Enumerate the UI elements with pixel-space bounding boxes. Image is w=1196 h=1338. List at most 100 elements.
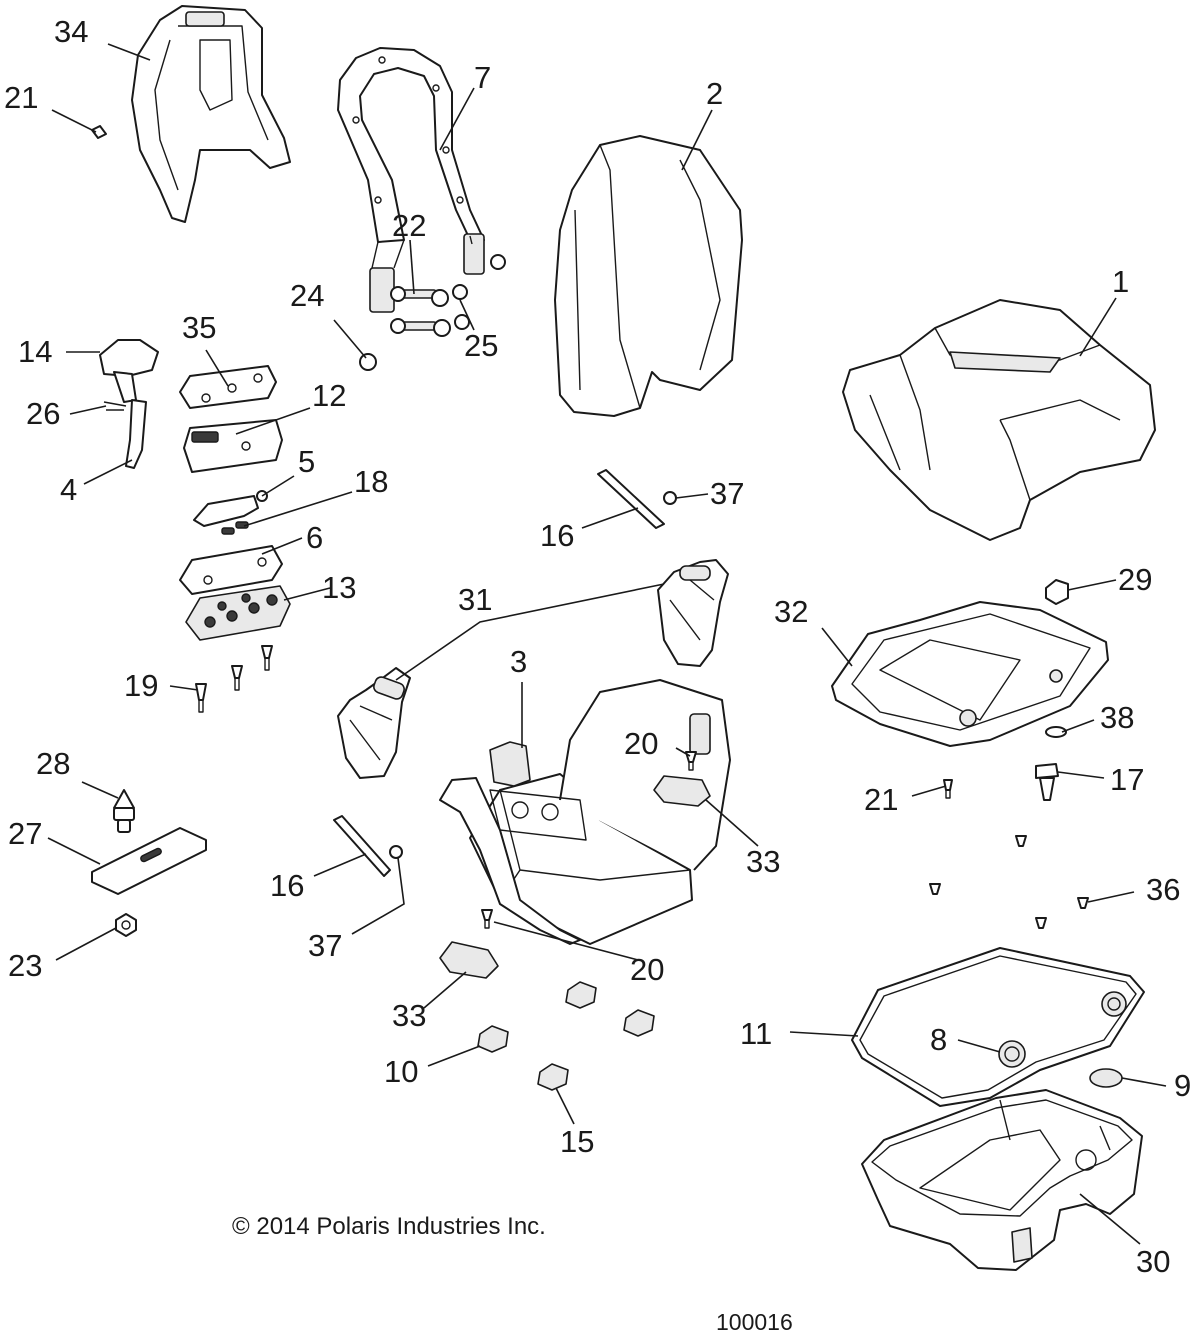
part-27-bracket[interactable] xyxy=(91,827,207,895)
callout-38: 38 xyxy=(1100,700,1134,735)
part-29-nut[interactable] xyxy=(1045,579,1069,605)
leader-38 xyxy=(1061,719,1095,733)
leader-23 xyxy=(55,927,117,961)
callout-11: 11 xyxy=(740,1016,772,1051)
part-33-pad-upper[interactable] xyxy=(653,775,711,807)
callout-26: 26 xyxy=(26,396,60,431)
part-33-pad-lower[interactable] xyxy=(439,941,499,979)
part-31-hinge-right[interactable] xyxy=(657,559,729,667)
callout-19: 19 xyxy=(124,668,158,703)
leader-35 xyxy=(205,349,229,387)
part-31-hinge-left[interactable] xyxy=(337,667,411,779)
part-11-seal-gasket[interactable] xyxy=(851,947,1145,1107)
part-32-seat-base-pan[interactable] xyxy=(831,601,1109,747)
leader-26 xyxy=(69,405,107,415)
part-3-seat-frame[interactable] xyxy=(439,679,731,945)
callout-21: 21 xyxy=(4,80,38,115)
callout-37: 37 xyxy=(710,476,744,511)
part-35-plate[interactable] xyxy=(179,365,277,409)
callout-33: 33 xyxy=(746,844,780,879)
part-10-clip[interactable] xyxy=(477,1025,509,1053)
leader-33b xyxy=(423,971,467,1009)
callout-36: 36 xyxy=(1146,872,1180,907)
callout-12: 12 xyxy=(312,378,346,413)
part-12-latch-housing[interactable] xyxy=(183,419,283,473)
part-21-screw-upper[interactable] xyxy=(91,125,107,139)
callout-7: 7 xyxy=(474,60,491,95)
part-16-strap-lower[interactable] xyxy=(333,815,391,877)
part-19-screws[interactable] xyxy=(195,645,273,713)
part-16-strap-upper[interactable] xyxy=(597,469,665,529)
part-36-rivets[interactable] xyxy=(929,835,1089,929)
part-10-clip-extra[interactable] xyxy=(565,981,655,1037)
callout-22: 22 xyxy=(392,208,426,243)
part-37-clip-upper[interactable] xyxy=(663,491,677,505)
callout-8: 8 xyxy=(930,1022,947,1057)
leader-30 xyxy=(1079,1193,1141,1245)
callout-6: 6 xyxy=(306,520,323,555)
part-34-back-shell[interactable] xyxy=(131,5,291,223)
part-1-seat-cushion[interactable] xyxy=(842,299,1156,541)
callout-labels: 34 21 7 2 22 24 25 1 35 14 12 26 5 18 4 … xyxy=(4,14,1191,1279)
leader-17 xyxy=(1057,771,1105,779)
part-8-plug[interactable] xyxy=(998,991,1127,1068)
leader-4 xyxy=(83,459,133,485)
leader-29 xyxy=(1067,579,1117,591)
leader-21b xyxy=(911,785,947,797)
callout-1: 1 xyxy=(1112,264,1129,299)
part-2-backrest-cushion[interactable] xyxy=(554,135,743,417)
leader-lines xyxy=(47,43,1167,1245)
callout-23: 23 xyxy=(8,948,42,983)
leader-12 xyxy=(235,407,311,435)
callout-34: 34 xyxy=(54,14,88,49)
part-5-latch[interactable] xyxy=(193,490,268,527)
leader-15 xyxy=(555,1087,575,1125)
leader-21a xyxy=(51,109,97,133)
leader-20b xyxy=(493,921,639,961)
callout-25: 25 xyxy=(464,328,498,363)
part-30-storage-tub[interactable] xyxy=(861,1089,1143,1271)
parts-22-24-25-hardware[interactable] xyxy=(359,254,506,371)
leader-5 xyxy=(261,475,295,497)
copyright-text: © 2014 Polaris Industries Inc. xyxy=(232,1213,546,1240)
leader-7 xyxy=(439,87,475,151)
leader-20a xyxy=(675,747,691,757)
leader-37a xyxy=(675,493,709,499)
callout-16: 16 xyxy=(540,518,574,553)
callout-20-b: 20 xyxy=(630,952,664,987)
callout-2: 2 xyxy=(706,76,723,111)
leader-36 xyxy=(1087,891,1135,903)
part-26-pin[interactable] xyxy=(103,401,127,411)
part-4-release-strap[interactable] xyxy=(125,399,147,469)
part-6-plate[interactable] xyxy=(179,545,283,595)
part-23-nut[interactable] xyxy=(115,913,137,937)
callout-28: 28 xyxy=(36,746,70,781)
leader-1 xyxy=(1079,297,1117,357)
part-20-screw-lower[interactable] xyxy=(481,909,493,929)
leader-34 xyxy=(107,43,151,61)
part-38-washer[interactable] xyxy=(1045,726,1067,738)
callout-21-b: 21 xyxy=(864,782,898,817)
part-21-screw-lower[interactable] xyxy=(943,779,953,799)
part-28-pin[interactable] xyxy=(113,789,135,833)
part-13-base-plate[interactable] xyxy=(185,585,291,641)
callout-17: 17 xyxy=(1110,762,1144,797)
leader-28 xyxy=(81,781,119,799)
leader-33a xyxy=(705,799,759,847)
leader-6 xyxy=(261,537,303,555)
callout-33-b: 33 xyxy=(392,998,426,1033)
callout-30: 30 xyxy=(1136,1244,1170,1279)
part-9-cap[interactable] xyxy=(1089,1068,1123,1088)
part-14-handle[interactable] xyxy=(99,339,159,403)
part-18-spring[interactable] xyxy=(221,521,249,535)
part-17-push-pin[interactable] xyxy=(1035,763,1059,801)
part-7-back-frame[interactable] xyxy=(337,47,485,313)
leader-13 xyxy=(283,587,331,601)
leader-37b xyxy=(351,857,405,935)
document-number: 100016 xyxy=(716,1309,793,1335)
part-37-clip-lower[interactable] xyxy=(389,845,403,859)
leader-9 xyxy=(1121,1077,1167,1087)
part-15-clip[interactable] xyxy=(537,1063,569,1091)
leader-16a xyxy=(581,507,639,529)
